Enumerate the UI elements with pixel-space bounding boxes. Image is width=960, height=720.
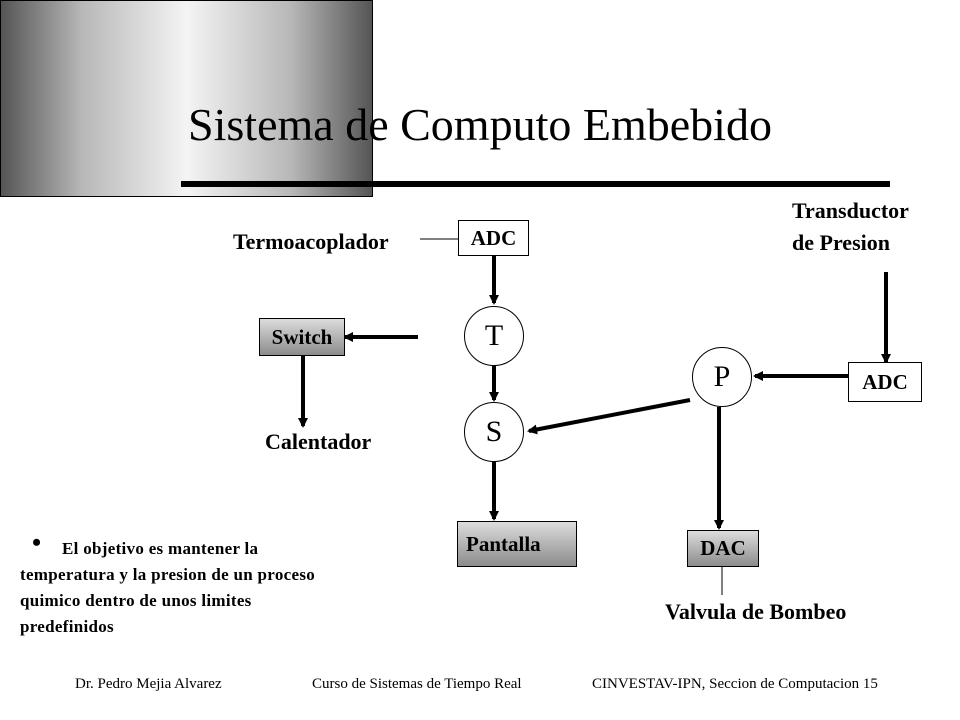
adc-right-label: ADC (862, 369, 908, 394)
termoacoplador-label: Termoacoplador (233, 229, 389, 254)
node-t-label: T (484, 319, 504, 352)
switch-label: Switch (271, 324, 333, 349)
dac-box: DAC (687, 530, 759, 567)
node-t: T (464, 306, 524, 366)
valvula-label: Valvula de Bombeo (665, 599, 847, 624)
note-text: El objetivo es mantener la temperatura y… (20, 536, 320, 640)
adc-top-label: ADC (470, 225, 517, 250)
pantalla-box: Pantalla (457, 521, 577, 567)
adc-right-box: ADC (848, 362, 922, 402)
transductor-label-line1: Transductor (792, 198, 909, 223)
transductor-label-line2: de Presion (792, 230, 890, 255)
arrow-p-to-s (527, 398, 691, 435)
pantalla-label: Pantalla (466, 532, 541, 556)
node-p-label: P (713, 360, 731, 393)
node-s-label: S (485, 415, 503, 448)
footer-author: Dr. Pedro Mejia Alvarez (75, 676, 222, 692)
title-underline (181, 181, 890, 187)
note-body: El objetivo es mantener la temperatura y… (20, 539, 316, 636)
node-p: P (692, 347, 752, 407)
node-s: S (464, 402, 524, 462)
footer-institution: CINVESTAV-IPN, Seccion de Computacion 15 (592, 676, 878, 692)
switch-box: Switch (259, 318, 345, 356)
processor-block (0, 0, 373, 197)
note-bullet: • (32, 528, 42, 557)
footer-course: Curso de Sistemas de Tiempo Real (312, 676, 522, 692)
slide-title: Sistema de Computo Embebido (188, 99, 772, 150)
dac-label: DAC (700, 536, 746, 560)
calentador-label: Calentador (265, 429, 372, 454)
adc-top-box: ADC (458, 220, 529, 256)
